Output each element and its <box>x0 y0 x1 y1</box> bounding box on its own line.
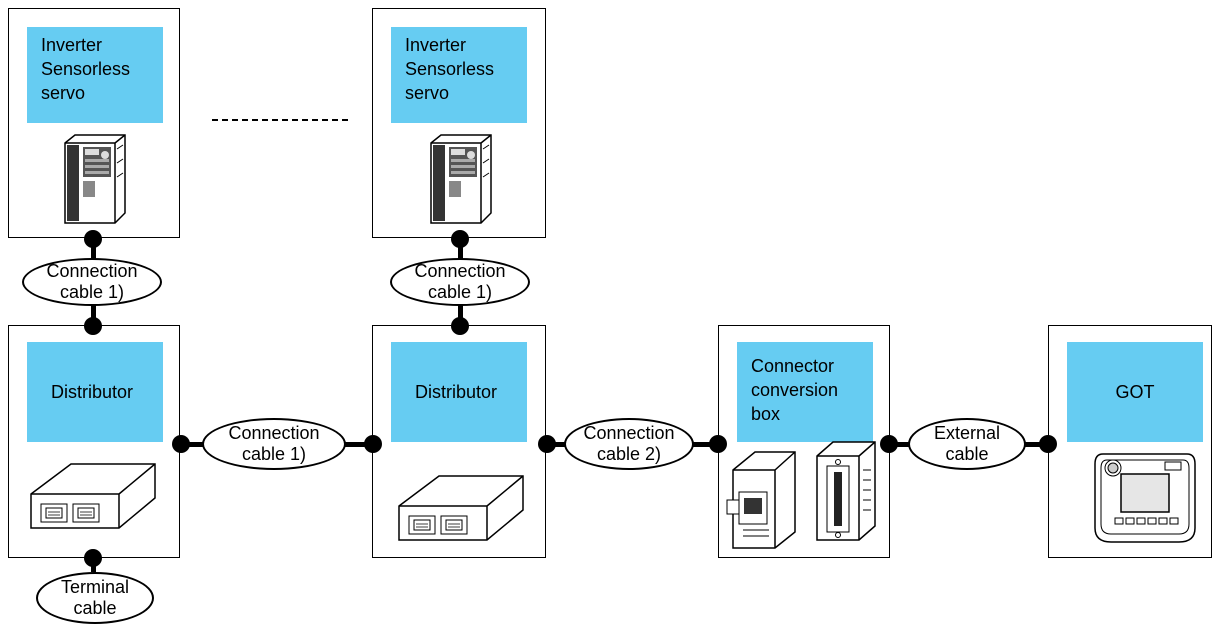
distributor-label-1: Distributor <box>27 342 163 442</box>
connector-box-label: Connector conversion box <box>737 342 873 442</box>
inverter-label-2: Inverter Sensorless servo <box>391 27 527 123</box>
connector-dot <box>364 435 382 453</box>
cable-label-conn1-middle: Connection cable 1) <box>202 418 346 470</box>
continuation-dashes <box>212 119 348 121</box>
connector-dot <box>1039 435 1057 453</box>
distributor-label-2: Distributor <box>391 342 527 442</box>
connector-dot <box>451 317 469 335</box>
connector-dot <box>880 435 898 453</box>
got-label: GOT <box>1067 342 1203 442</box>
inverter-icon <box>430 134 492 224</box>
cable-label-external: External cable <box>908 418 1026 470</box>
inverter-box-1: Inverter Sensorless servo <box>8 8 180 238</box>
distributor-box-2: Distributor <box>372 325 546 558</box>
distributor-icon <box>398 475 524 541</box>
cable-label-conn1-left: Connection cable 1) <box>22 258 162 306</box>
cable-label-terminal: Terminal cable <box>36 572 154 624</box>
connector-dot <box>451 230 469 248</box>
connector-dot <box>84 230 102 248</box>
connector-dot <box>538 435 556 453</box>
connector-conversion-box-icon <box>726 441 876 549</box>
got-panel-icon <box>1094 453 1196 543</box>
distributor-box-1: Distributor <box>8 325 180 558</box>
inverter-icon <box>64 134 126 224</box>
inverter-box-2: Inverter Sensorless servo <box>372 8 546 238</box>
cable-label-conn2: Connection cable 2) <box>564 418 694 470</box>
cable-label-conn1-right: Connection cable 1) <box>390 258 530 306</box>
inverter-label-1: Inverter Sensorless servo <box>27 27 163 123</box>
connector-dot <box>84 549 102 567</box>
got-box: GOT <box>1048 325 1212 558</box>
connector-conversion-box: Connector conversion box <box>718 325 890 558</box>
connector-dot <box>84 317 102 335</box>
connector-dot <box>172 435 190 453</box>
distributor-icon <box>30 463 156 529</box>
connector-dot <box>709 435 727 453</box>
